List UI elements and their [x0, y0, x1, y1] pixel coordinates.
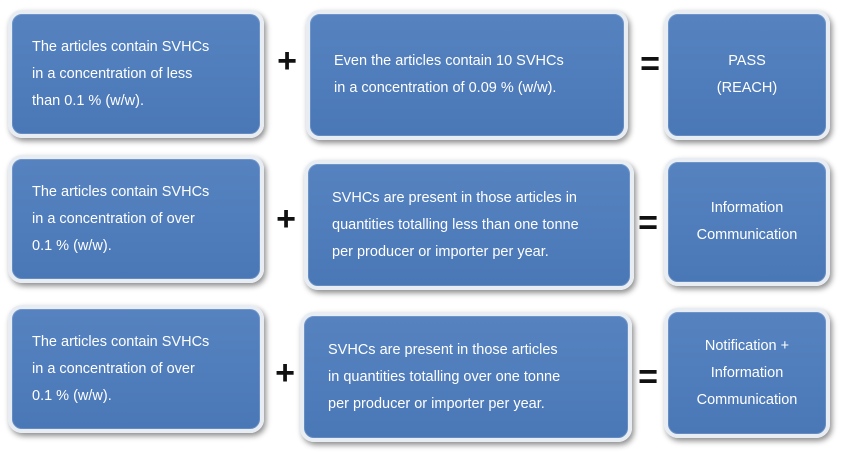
- row3-equals-operator: =: [638, 358, 658, 396]
- row1-detail-box: Even the articles contain 10 SVHCs in a …: [306, 10, 628, 140]
- row2-detail-box: SVHCs are present in those articles in q…: [304, 160, 634, 290]
- row3-detail-box: SVHCs are present in those articles in q…: [300, 312, 632, 442]
- row1-detail-text: Even the articles contain 10 SVHCs in a …: [334, 53, 564, 96]
- row3-result-text: Notification + Information Communication: [696, 337, 798, 408]
- row3-condition-text: The articles contain SVHCs in a concentr…: [32, 333, 210, 404]
- row2-condition-text: The articles contain SVHCs in a concentr…: [32, 183, 210, 254]
- row2-plus-operator: +: [276, 200, 296, 238]
- row2-result-box: Information Communication: [664, 158, 830, 286]
- row2-result-text: Information Communication: [696, 200, 798, 243]
- row1-plus-operator: +: [277, 42, 297, 80]
- row2-equals-operator: =: [638, 204, 658, 242]
- row2-detail-text: SVHCs are present in those articles in q…: [332, 189, 579, 260]
- row3-result-box: Notification + Information Communication: [664, 308, 830, 438]
- row1-result-box: PASS (REACH): [664, 10, 830, 140]
- row1-equals-operator: =: [640, 45, 660, 83]
- row3-plus-operator: +: [275, 354, 295, 392]
- row1-result-text: PASS (REACH): [716, 53, 778, 96]
- row1-condition-text: The articles contain SVHCs in a concentr…: [32, 38, 210, 109]
- row3-condition-box: The articles contain SVHCs in a concentr…: [8, 305, 264, 433]
- row3-detail-text: SVHCs are present in those articles in q…: [328, 341, 561, 412]
- row2-condition-box: The articles contain SVHCs in a concentr…: [8, 155, 264, 283]
- row1-condition-box: The articles contain SVHCs in a concentr…: [8, 10, 264, 138]
